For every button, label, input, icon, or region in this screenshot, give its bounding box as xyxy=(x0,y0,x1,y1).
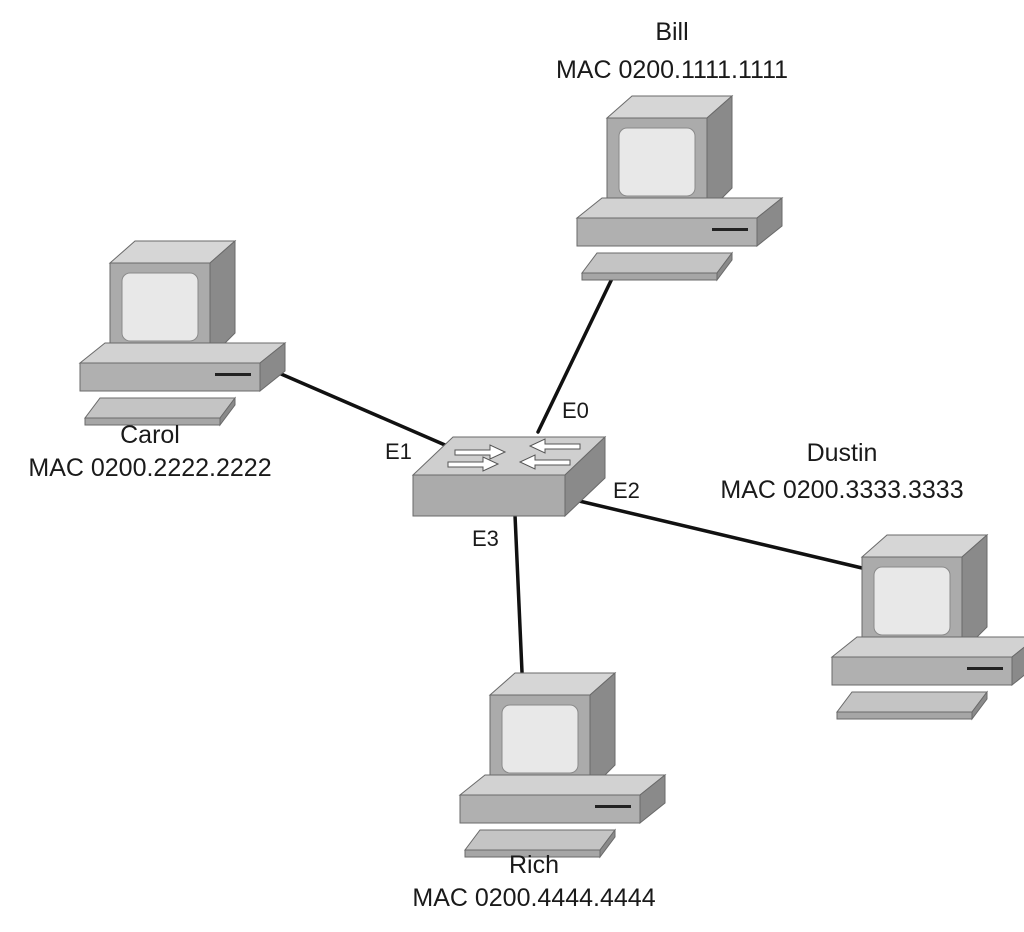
port-e3-label: E3 xyxy=(472,526,499,551)
port-e1-label: E1 xyxy=(385,439,412,464)
bill-computer-icon xyxy=(576,95,783,281)
dustin-mac: MAC 0200.3333.3333 xyxy=(720,476,964,504)
bill-name: Bill xyxy=(655,18,689,46)
rich-name: Rich xyxy=(508,851,560,879)
dustin-name: Dustin xyxy=(806,439,878,467)
link-e0-bill xyxy=(536,260,622,434)
port-e0-label: E0 xyxy=(562,398,589,423)
carol-name: Carol xyxy=(120,421,180,449)
links xyxy=(256,260,864,674)
port-e2-label: E2 xyxy=(613,478,640,503)
carol-computer-icon xyxy=(79,240,286,426)
carol-mac: MAC 0200.2222.2222 xyxy=(28,454,272,482)
rich-computer-icon xyxy=(459,672,666,858)
link-e1-carol xyxy=(256,362,447,447)
link-e2-dustin xyxy=(573,498,864,570)
dustin-computer-icon xyxy=(831,534,1024,720)
bill-mac: MAC 0200.1111.1111 xyxy=(555,56,789,84)
switch-icon xyxy=(411,435,607,518)
link-e3-rich xyxy=(513,513,524,674)
rich-mac: MAC 0200.4444.4444 xyxy=(412,884,656,912)
